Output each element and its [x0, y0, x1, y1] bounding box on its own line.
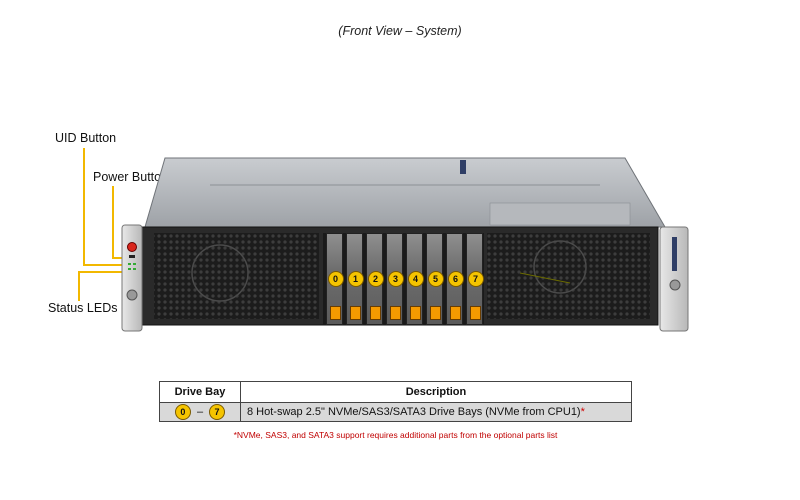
drive-bay-4[interactable]: 4: [406, 233, 424, 325]
description-text: 8 Hot-swap 2.5" NVMe/SAS3/SATA3 Drive Ba…: [247, 406, 581, 418]
drive-bay-range-cell: 0–7: [159, 402, 241, 422]
brand-badge: [672, 237, 677, 271]
drive-bay-6[interactable]: 6: [446, 233, 464, 325]
drive-latch[interactable]: [470, 306, 481, 320]
figure-caption: (Front View – System): [338, 24, 462, 38]
power-leader-horizontal: [112, 257, 128, 259]
bay-range-separator: –: [196, 406, 204, 418]
uid-leader-horizontal: [83, 264, 127, 266]
left-vent-mesh: [154, 233, 319, 319]
uid-leader-vertical: [83, 148, 85, 266]
drive-latch[interactable]: [410, 306, 421, 320]
footnote: *NVMe, SAS3, and SATA3 support requires …: [233, 430, 558, 440]
status-led-1: [128, 263, 131, 265]
status-leds-label: Status LEDs: [48, 301, 118, 315]
table-header-row: Drive Bay Description: [159, 381, 632, 403]
right-thumbscrew[interactable]: [669, 279, 681, 291]
bay-number-badge: 6: [447, 271, 464, 287]
uid-button-label: UID Button: [55, 131, 117, 145]
footnote-mark: *: [580, 406, 585, 418]
bay-number-badge: 1: [347, 271, 364, 287]
right-vent-mesh: [487, 233, 650, 319]
left-thumbscrew[interactable]: [126, 289, 138, 301]
description-cell: 8 Hot-swap 2.5" NVMe/SAS3/SATA3 Drive Ba…: [240, 402, 632, 422]
bay-number-badge: 2: [367, 271, 384, 287]
power-button-label: Power Button: [93, 170, 169, 184]
status-led-4: [133, 268, 136, 270]
bay-start-badge: 0: [174, 404, 191, 420]
status-led-3: [128, 268, 131, 270]
drive-bay-1[interactable]: 1: [346, 233, 364, 325]
drive-bay-3[interactable]: 3: [386, 233, 404, 325]
status-leader-vertical: [78, 271, 80, 301]
drive-latch[interactable]: [390, 306, 401, 320]
power-button[interactable]: [127, 242, 137, 252]
drive-bay-0[interactable]: 0: [326, 233, 344, 325]
drive-latch[interactable]: [350, 306, 361, 320]
header-description: Description: [240, 381, 632, 403]
bay-number-badge: 5: [427, 271, 444, 287]
drive-latch[interactable]: [450, 306, 461, 320]
header-drive-bay: Drive Bay: [159, 381, 241, 403]
drive-bay-table: Drive Bay Description 0–7 8 Hot-swap 2.5…: [159, 381, 632, 422]
bay-number-badge: 0: [327, 271, 344, 287]
lid-label: [460, 160, 466, 174]
left-rack-ear: [121, 224, 143, 332]
bay-number-badge: 3: [387, 271, 404, 287]
table-row: 0–7 8 Hot-swap 2.5" NVMe/SAS3/SATA3 Driv…: [159, 402, 632, 422]
drive-bay-2[interactable]: 2: [366, 233, 384, 325]
bay-number-badge: 7: [467, 271, 484, 287]
drive-latch[interactable]: [370, 306, 381, 320]
right-rack-ear: [659, 226, 689, 332]
power-leader-vertical: [112, 186, 114, 258]
bay-number-badge: 4: [407, 271, 424, 287]
drive-bay-5[interactable]: 5: [426, 233, 444, 325]
drive-bay-7[interactable]: 7: [466, 233, 484, 325]
status-leader-horizontal: [78, 271, 128, 273]
status-led-2: [133, 263, 136, 265]
uid-button[interactable]: [129, 255, 135, 258]
chassis-drawing: [121, 157, 689, 332]
drive-latch[interactable]: [330, 306, 341, 320]
drive-latch[interactable]: [430, 306, 441, 320]
bay-end-badge: 7: [209, 404, 226, 420]
